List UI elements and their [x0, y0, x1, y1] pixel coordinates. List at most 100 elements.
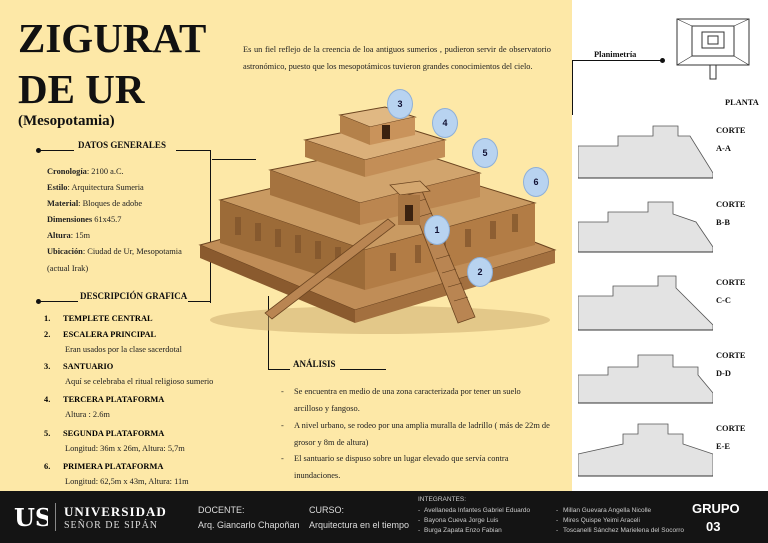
plan-drawing	[676, 18, 750, 80]
integrante-bullet: -	[556, 507, 559, 514]
university-name-line-2: SEÑOR DE SIPÁN	[64, 520, 159, 531]
analisis-item: -A nivel urbano, se rodeo por una amplia…	[281, 417, 551, 451]
desc-item: 5. SEGUNDA PLATAFORMA Longitud: 36m x 26m,…	[44, 429, 234, 459]
datos-value: : Arquitectura Sumeria	[67, 183, 144, 192]
ziggurat-illustration	[198, 106, 557, 334]
datos-heading: DATOS GENERALES	[78, 140, 166, 150]
desc-item-detail: Longitud: 36m x 26m, Altura: 5,7m	[65, 444, 185, 453]
datos-rule-left	[38, 150, 74, 151]
university-name-line-1: UNIVERSIDAD	[64, 504, 167, 519]
analisis-rule-left	[268, 369, 290, 370]
desc-item-number: 6.	[44, 462, 51, 471]
datos-label: Altura	[47, 231, 71, 240]
desc-item-name: TEMPLETE CENTRAL	[63, 314, 153, 323]
grupo-label: GRUPO	[692, 501, 740, 516]
curso-label: CURSO:	[309, 505, 345, 515]
datos-row: Cronología: 2100 a.C.	[47, 167, 124, 176]
desc-item-name: PRIMERA PLATAFORMA	[63, 462, 164, 471]
datos-row: Dimensiones 61x45.7	[47, 215, 121, 224]
datos-row: Ubicación: Ciudad de Ur, Mesopotamia	[47, 247, 182, 256]
datos-value: : Bloques de adobe	[78, 199, 143, 208]
integrante-bullet: -	[556, 517, 559, 524]
grupo-number: 03	[706, 519, 721, 534]
desc-item-name: SANTUARIO	[63, 362, 114, 371]
datos-rule-right	[176, 150, 210, 151]
marker-1: 1	[424, 215, 450, 245]
corte-word: CORTE	[716, 424, 746, 433]
analisis-bullet: -	[281, 454, 284, 463]
datos-row: Estilo: Arquitectura Sumeria	[47, 183, 144, 192]
planimetria-label: Planimetría	[594, 50, 637, 59]
integrante-bullet: -	[418, 507, 421, 514]
corte-code: B-B	[716, 218, 730, 227]
desc-item-number: 5.	[44, 429, 51, 438]
analisis-rule-vertical	[268, 296, 269, 369]
integrante-name: Bayona Cueva Jorge Luis	[424, 517, 499, 524]
docente-label: DOCENTE:	[198, 505, 245, 515]
integrante-bullet: -	[418, 527, 421, 534]
section-drawing	[578, 201, 713, 253]
corte-word: CORTE	[716, 126, 746, 135]
section-drawing	[578, 275, 713, 331]
desc-item-detail: Longitud: 62,5m x 43m, Altura: 11m	[65, 477, 189, 486]
planimetria-rule	[572, 60, 662, 61]
analisis-text: El santuario se dispuso sobre un lugar e…	[294, 454, 509, 480]
corte-code: E-E	[716, 442, 730, 451]
integrante-name: Avellaneda Infantes Gabriel Eduardo	[424, 507, 531, 514]
datos-label: Estilo	[47, 183, 68, 192]
datos-label: Material	[47, 199, 79, 208]
marker-4: 4	[432, 108, 458, 138]
analisis-heading: ANÁLISIS	[293, 359, 336, 369]
corte-code: D-D	[716, 369, 731, 378]
integrante-name: Millan Guevara Angella Nicolle	[563, 507, 652, 514]
logo-divider	[55, 503, 56, 531]
corte-code: C-C	[716, 296, 731, 305]
desc-item: 1. TEMPLETE CENTRAL	[44, 314, 234, 344]
integrantes-label: INTEGRANTES:	[418, 496, 467, 503]
docente-name: Arq. Giancarlo Chapoñan	[198, 520, 300, 530]
datos-label: Ubicación	[47, 247, 83, 256]
desc-item-number: 2.	[44, 330, 51, 339]
analisis-item: - El santuario se dispuso sobre un lugar …	[281, 450, 551, 484]
analisis-item: -Se encuentra en medio de una zona carac…	[281, 383, 551, 417]
datos-label: Cronología	[47, 167, 87, 176]
desc-item-detail: Altura : 2.6m	[65, 410, 110, 419]
section-drawing	[578, 423, 713, 477]
desc-rule-left	[38, 301, 78, 302]
desc-item-name: SEGUNDA PLATAFORMA	[63, 429, 165, 438]
desc-heading: DESCRIPCIÓN GRAFICA	[80, 291, 188, 301]
title-line-2: DE UR	[18, 66, 145, 112]
pointer-line	[212, 159, 256, 160]
datos-extra: (actual Irak)	[47, 264, 89, 273]
intro-paragraph: Es un fiel reflejo de la creencia de loa…	[243, 45, 551, 71]
corte-word: CORTE	[716, 278, 746, 287]
datos-rule-vertical	[210, 150, 211, 303]
corte-word: CORTE	[716, 200, 746, 209]
desc-item-detail: Eran usados por la clase sacerdotal	[65, 345, 182, 354]
desc-item-number: 3.	[44, 362, 51, 371]
analisis-bullet: -	[281, 387, 284, 396]
integrante-bullet: -	[418, 517, 421, 524]
desc-rule-right	[188, 301, 210, 302]
integrante-name: Toscanelli Sánchez Marielena del Socorro	[563, 527, 685, 534]
datos-row: Material: Bloques de adobe	[47, 199, 142, 208]
marker-6: 6	[523, 167, 549, 197]
desc-item-number: 1.	[44, 314, 51, 323]
analisis-rule-right	[340, 369, 386, 370]
curso-name: Arquitectura en el tiempo	[309, 520, 410, 530]
university-logo-icon: USS	[14, 503, 48, 532]
section-drawing	[578, 354, 713, 404]
corte-word: CORTE	[716, 351, 746, 360]
integrante-name: Mires Quispe Yeimi Araceli	[563, 517, 640, 524]
planta-label: PLANTA	[725, 98, 759, 107]
datos-value: : 15m	[70, 231, 91, 240]
footer-bar	[0, 491, 768, 543]
datos-value: : Ciudad de Ur, Mesopotamia	[82, 247, 182, 256]
section-drawing	[578, 125, 713, 179]
svg-text:USS: USS	[14, 503, 48, 532]
integrante-name: Burga Zapata Enzo Fabian	[424, 527, 502, 534]
planimetria-dot	[660, 58, 665, 63]
